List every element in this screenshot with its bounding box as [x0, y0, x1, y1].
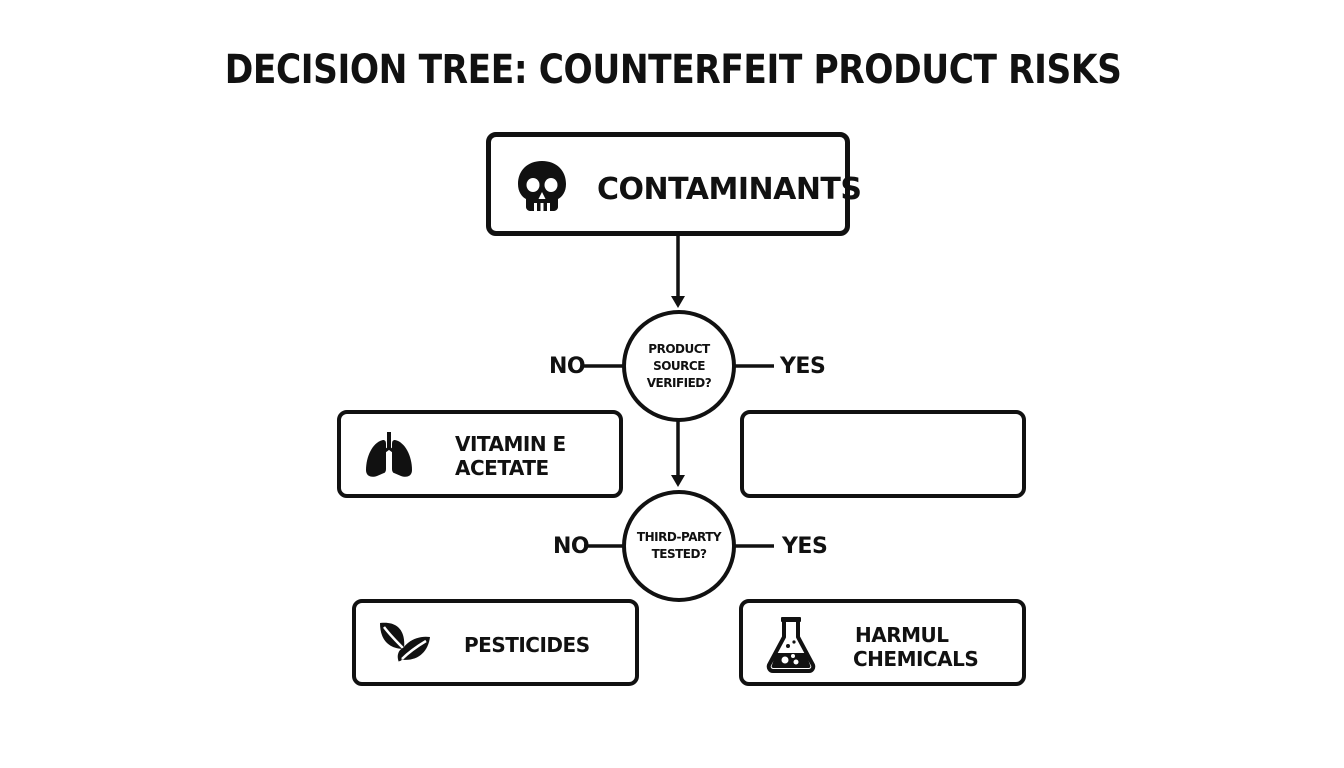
arrow-head-1: [671, 296, 685, 308]
diagram-title: DECISION TREE: COUNTERFEIT PRODUCT RISKS: [224, 47, 1122, 93]
outcome-harmful-line1: HARMUL: [855, 623, 949, 647]
flask-icon: [766, 617, 816, 673]
outcome-vitamin-e-acetate: VITAMIN E ACETATE: [337, 410, 623, 498]
decision-product-source-line2: VERIFIED?: [646, 375, 712, 390]
leaf-icon: [380, 622, 430, 662]
decision2-yes-label: YES: [782, 534, 828, 559]
root-node: CONTAMINANTS: [486, 132, 862, 236]
arrow-head-2: [671, 475, 685, 487]
decision1-yes-label: YES: [780, 354, 826, 379]
outcome-vitamin-e-line2: ACETATE: [455, 456, 549, 480]
outcome-vitamin-e-line1: VITAMIN E: [455, 432, 566, 456]
outcome-harmful-line2: CHEMICALS: [853, 647, 979, 671]
lungs-icon: [366, 432, 412, 477]
decision-product-source-line1: PRODUCT SOURCE: [648, 341, 710, 373]
outcome-empty-box: [740, 410, 1026, 498]
decision2-no-label: NO: [553, 534, 590, 559]
root-node-label: CONTAMINANTS: [597, 172, 862, 207]
decision-third-party-line1: THIRD-PARTY: [636, 530, 722, 544]
outcome-harmful-chemicals: HARMUL CHEMICALS: [739, 599, 1026, 686]
decision-product-source: PRODUCT SOURCE VERIFIED?: [622, 310, 736, 422]
outcome-pesticides: PESTICIDES: [352, 599, 639, 686]
skull-icon: [518, 161, 566, 211]
decision-third-party-line2: TESTED?: [651, 547, 707, 561]
decision-third-party-tested: THIRD-PARTY TESTED?: [622, 490, 736, 602]
outcome-pesticides-label: PESTICIDES: [464, 633, 590, 657]
decision1-no-label: NO: [549, 354, 586, 379]
